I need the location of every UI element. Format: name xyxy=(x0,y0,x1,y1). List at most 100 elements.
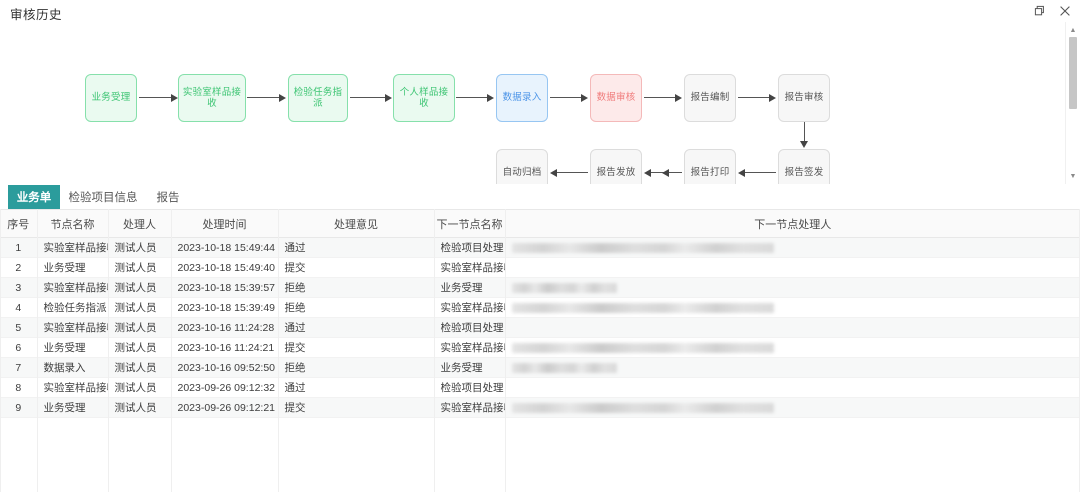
workflow-diagram-panel: 业务受理 实验室样品接收 检验任务指派 个人样品接收 数据录入 数据审核 报告编… xyxy=(0,22,1080,184)
cell-time: 2023-10-18 15:39:49 xyxy=(171,297,279,318)
flow-node-data-entry[interactable]: 数据录入 xyxy=(496,74,548,122)
table-header-row: 序号 节点名称 处理人 处理时间 处理意见 下一节点名称 下一节点处理人 xyxy=(0,210,1080,238)
cell-time: 2023-10-16 11:24:28 xyxy=(171,317,279,338)
cell-next_node: 检验项目处理 xyxy=(434,237,506,258)
scroll-down-icon[interactable]: ▼ xyxy=(1069,172,1077,180)
edge-n11-n12 xyxy=(554,172,588,174)
tab-inspection-items[interactable]: 检验项目信息 xyxy=(68,192,138,204)
tab-business-order[interactable]: 业务单 xyxy=(8,185,60,209)
col-header-index[interactable]: 序号 xyxy=(0,210,38,238)
cell-opinion: 通过 xyxy=(278,377,435,398)
flow-node-auto-archive[interactable]: 自动归档 xyxy=(496,149,548,184)
flow-node-business-acceptance[interactable]: 业务受理 xyxy=(85,74,137,122)
cell-opinion: 提交 xyxy=(278,397,435,418)
redacted-value xyxy=(511,402,774,413)
arrowhead-n9-n10 xyxy=(738,168,745,177)
cell-next_user xyxy=(505,357,1080,378)
cell-next_user xyxy=(505,277,1080,298)
tab-report[interactable]: 报告 xyxy=(156,192,180,204)
cell-time: 2023-10-18 15:49:40 xyxy=(171,257,279,278)
scrollbar-thumb[interactable] xyxy=(1069,37,1077,109)
cell-index: 1 xyxy=(0,237,38,258)
cell-index: 9 xyxy=(0,397,38,418)
cell-node: 检验任务指派 xyxy=(37,297,109,318)
flow-node-report-distribution[interactable]: 报告发放 xyxy=(590,149,642,184)
edge-n7-n8 xyxy=(738,97,773,99)
arrowhead-n11-n12 xyxy=(550,168,557,177)
cell-index: 2 xyxy=(0,257,38,278)
cell-next_user xyxy=(505,397,1080,418)
arrowhead-n5-n6 xyxy=(581,93,588,102)
tab-bar: 业务单 检验项目信息 报告 xyxy=(0,185,1080,210)
col-header-time[interactable]: 处理时间 xyxy=(171,210,279,238)
arrowhead-n8-n9 xyxy=(800,141,808,148)
col-header-node[interactable]: 节点名称 xyxy=(37,210,109,238)
col-header-handler[interactable]: 处理人 xyxy=(108,210,172,238)
cell-time: 2023-10-18 15:49:44 xyxy=(171,237,279,258)
edge-n3-n4 xyxy=(350,97,389,99)
flow-node-data-review[interactable]: 数据审核 xyxy=(590,74,642,122)
cell-time: 2023-10-16 11:24:21 xyxy=(171,337,279,358)
arrowhead-n10-n11 xyxy=(644,168,651,177)
arrowhead-n7-n8 xyxy=(769,93,776,102)
column-separator-2 xyxy=(108,209,109,492)
redacted-value xyxy=(511,362,617,373)
arrowhead-n3-n4 xyxy=(385,93,392,102)
cell-next_node: 检验项目处理 xyxy=(434,317,506,338)
cell-node: 实验室样品接收 xyxy=(37,377,109,398)
cell-next_user xyxy=(505,257,1080,278)
redacted-value xyxy=(511,342,774,353)
close-icon[interactable] xyxy=(1058,4,1072,18)
arrowhead-n1-n2 xyxy=(171,93,178,102)
restore-icon[interactable] xyxy=(1033,4,1047,18)
cell-node: 实验室样品接收 xyxy=(37,317,109,338)
cell-index: 3 xyxy=(0,277,38,298)
cell-time: 2023-09-26 09:12:32 xyxy=(171,377,279,398)
scroll-up-icon[interactable]: ▲ xyxy=(1069,26,1077,34)
edge-n1-n2 xyxy=(139,97,175,99)
flow-node-report-printing[interactable]: 报告打印 xyxy=(684,149,736,184)
arrowhead-n6-n7 xyxy=(675,93,682,102)
cell-opinion: 通过 xyxy=(278,317,435,338)
col-header-next-node[interactable]: 下一节点名称 xyxy=(434,210,506,238)
flow-node-lab-sample-receipt[interactable]: 实验室样品接收 xyxy=(178,74,246,122)
cell-next_node: 检验项目处理 xyxy=(434,377,506,398)
cell-next_node: 业务受理 xyxy=(434,277,506,298)
workflow-canvas: 业务受理 实验室样品接收 检验任务指派 个人样品接收 数据录入 数据审核 报告编… xyxy=(0,22,1066,184)
flow-node-inspection-assignment[interactable]: 检验任务指派 xyxy=(288,74,348,122)
cell-next_node: 实验室样品接收 xyxy=(434,397,506,418)
flow-node-personal-sample-receipt[interactable]: 个人样品接收 xyxy=(393,74,455,122)
window-controls xyxy=(1033,4,1072,18)
cell-node: 业务受理 xyxy=(37,397,109,418)
col-header-opinion[interactable]: 处理意见 xyxy=(278,210,435,238)
cell-time: 2023-10-18 15:39:57 xyxy=(171,277,279,298)
cell-node: 业务受理 xyxy=(37,257,109,278)
cell-handler: 测试人员 xyxy=(108,317,172,338)
workflow-scrollbar[interactable]: ▲ ▼ xyxy=(1065,22,1080,184)
cell-handler: 测试人员 xyxy=(108,277,172,298)
col-header-next-user[interactable]: 下一节点处理人 xyxy=(505,210,1080,238)
cell-index: 5 xyxy=(0,317,38,338)
cell-handler: 测试人员 xyxy=(108,377,172,398)
cell-opinion: 提交 xyxy=(278,257,435,278)
flow-node-report-audit[interactable]: 报告审核 xyxy=(778,74,830,122)
flow-node-report-drafting[interactable]: 报告编制 xyxy=(684,74,736,122)
cell-next_user xyxy=(505,377,1080,398)
cell-index: 6 xyxy=(0,337,38,358)
title-bar: 审核历史 xyxy=(0,0,1080,26)
table-body: 1实验室样品接收测试人员2023-10-18 15:49:44通过检验项目处理2… xyxy=(0,237,1080,418)
cell-next_node: 实验室样品接收 xyxy=(434,257,506,278)
flow-node-report-issuance[interactable]: 报告签发 xyxy=(778,149,830,184)
edge-n9-n10 xyxy=(742,172,776,174)
